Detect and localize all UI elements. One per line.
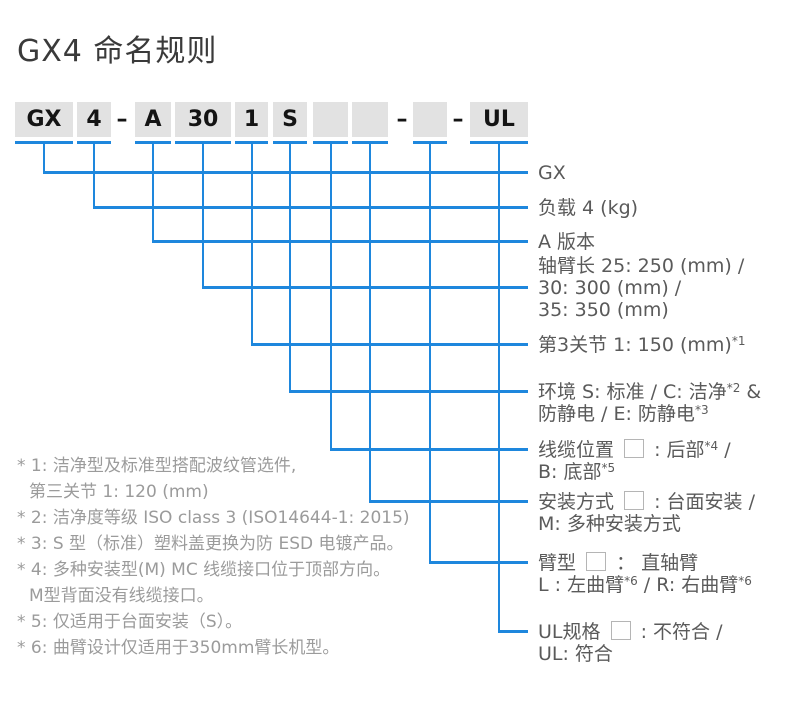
segment-label-line: 负载 4 (kg) (538, 197, 639, 219)
segment-label-line: 轴臂长 25: 250 (mm) / (538, 255, 745, 277)
segment-label-line: 防静电 / E: 防静电*3 (538, 403, 709, 425)
connector-vertical (369, 144, 371, 503)
box-underline (77, 141, 111, 144)
connector-horizontal (369, 500, 528, 503)
connector-vertical (250, 144, 253, 346)
code-box-gx: GX (15, 102, 73, 137)
code-box-a: A (135, 102, 171, 137)
code-separator: – (116, 107, 128, 132)
connector-vertical (202, 144, 204, 289)
box-underline (135, 141, 171, 144)
footnote-line-8: * 6: 曲臂设计仅适用于350mm臂长机型。 (17, 638, 340, 658)
footnote-marker: *2 (726, 381, 741, 395)
footnote-line-3: * 2: 洁净度等级 ISO class 3 (ISO14644-1: 2015… (17, 508, 410, 528)
footnote-marker: *4 (704, 439, 719, 453)
segment-label-line: UL规格 : 不符合 / (538, 621, 723, 643)
connector-vertical (43, 144, 45, 174)
box-underline (235, 141, 268, 144)
segment-label-5: 第3关节 1: 150 (mm)*1 (538, 334, 745, 356)
page-title: GX4 命名规则 (17, 34, 218, 69)
box-underline (273, 141, 307, 144)
segment-label-4: 轴臂长 25: 250 (mm) /30: 300 (mm) /35: 350 … (538, 255, 744, 321)
segment-label-line: 30: 300 (mm) / (538, 277, 682, 299)
empty-option-box (586, 552, 607, 571)
footnote-marker: *1 (731, 334, 746, 348)
code-box-1: 1 (235, 102, 268, 137)
connector-horizontal (289, 390, 528, 393)
box-underline (313, 141, 348, 144)
code-box-30: 30 (175, 102, 231, 137)
box-underline (470, 141, 528, 144)
code-box-s: S (273, 102, 307, 137)
segment-label-6: 环境 S: 标准 / C: 洁净*2 &防静电 / E: 防静电*3 (538, 381, 761, 425)
segment-label-line: B: 底部*5 (538, 461, 616, 483)
empty-option-box (624, 491, 645, 510)
box-underline (352, 141, 388, 144)
connector-horizontal (498, 630, 528, 633)
connector-horizontal (250, 343, 528, 346)
segment-label-3: A 版本 (538, 231, 595, 253)
connector-vertical (329, 144, 332, 451)
footnote-line-2: 第三关节 1: 120 (mm) (29, 482, 209, 502)
connector-vertical (152, 144, 154, 243)
segment-label-10: UL规格 : 不符合 /UL: 符合 (538, 621, 722, 665)
segment-label-2: 负载 4 (kg) (538, 197, 638, 219)
connector-vertical (498, 144, 500, 633)
segment-label-line: 线缆位置 : 后部*4 / (538, 439, 731, 461)
footnote-line-6: M型背面没有线缆接口。 (29, 586, 214, 606)
segment-label-line: 35: 350 (mm) (538, 299, 669, 321)
footnote-marker: *6 (624, 574, 638, 588)
connector-horizontal (43, 171, 528, 174)
connector-horizontal (429, 561, 528, 564)
connector-horizontal (329, 448, 528, 451)
footnote-marker: *5 (601, 461, 616, 475)
segment-label-line: A 版本 (538, 231, 596, 253)
code-box-blank-8 (352, 102, 388, 137)
connector-vertical (289, 144, 291, 393)
segment-label-8: 安装方式 : 台面安装 /M: 多种安装方式 (538, 491, 755, 535)
empty-option-box (624, 439, 645, 458)
segment-label-line: GX (538, 162, 566, 184)
segment-label-1: GX (538, 162, 566, 184)
connector-horizontal (152, 240, 528, 243)
footnote-line-5: * 4: 多种安装型(M) MC 线缆接口位于顶部方向。 (17, 560, 391, 580)
connector-horizontal (202, 286, 528, 289)
segment-label-line: UL: 符合 (538, 643, 613, 665)
segment-label-line: 臂型 ： 直轴臂 (538, 552, 699, 574)
code-box-blank-7 (313, 102, 348, 137)
connector-vertical (429, 144, 431, 564)
empty-option-box (610, 621, 631, 640)
code-box-blank-9 (413, 102, 447, 137)
code-box-4: 4 (77, 102, 111, 137)
segment-label-line: M: 多种安装方式 (538, 513, 681, 535)
box-underline (413, 141, 447, 144)
segment-label-line: 第3关节 1: 150 (mm)*1 (538, 334, 746, 356)
footnote-line-4: * 3: S 型（标准）塑料盖更换为防 ESD 电镀产品。 (17, 534, 404, 554)
connector-horizontal (93, 206, 528, 209)
segment-label-7: 线缆位置 : 后部*4 /B: 底部*5 (538, 439, 731, 483)
footnote-marker: *6 (738, 574, 752, 588)
segment-label-line: 环境 S: 标准 / C: 洁净*2 & (538, 381, 762, 403)
box-underline (175, 141, 231, 144)
code-box-ul: UL (470, 102, 528, 137)
segment-label-line: 安装方式 : 台面安装 / (538, 491, 755, 513)
segment-label-line: L : 左曲臂*6 / R: 右曲臂*6 (538, 574, 752, 596)
footnote-marker: *3 (694, 403, 709, 417)
connector-vertical (93, 144, 95, 209)
code-separator: – (396, 107, 408, 132)
footnote-line-7: * 5: 仅适用于台面安装（S）。 (17, 612, 243, 632)
box-underline (15, 141, 73, 144)
footnote-line-1: * 1: 洁净型及标准型搭配波纹管选件, (17, 456, 297, 476)
code-separator: – (452, 107, 464, 132)
